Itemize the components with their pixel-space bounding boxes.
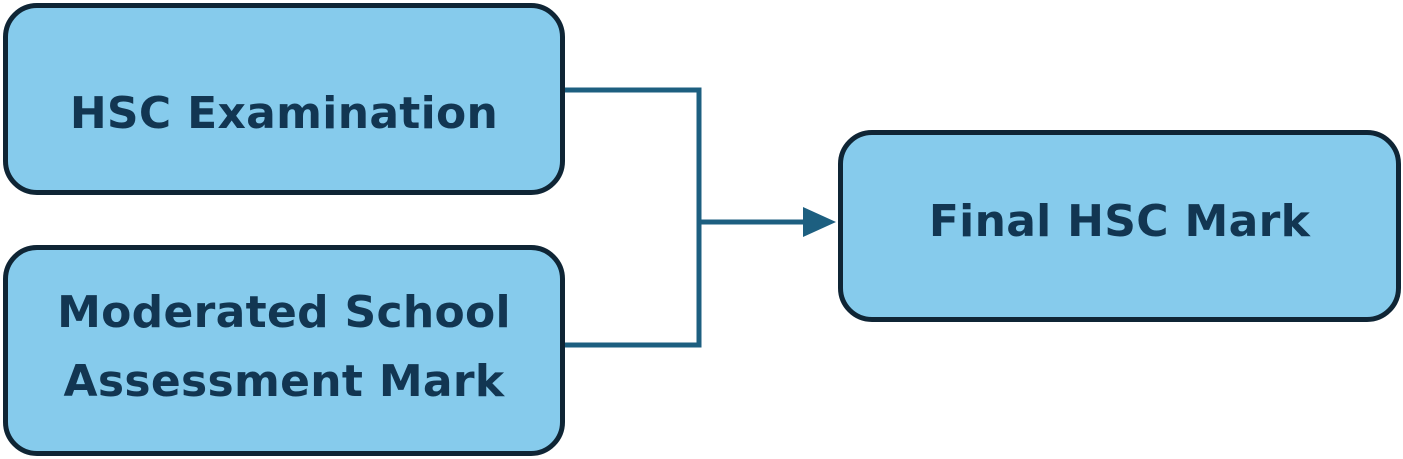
arrowhead-icon xyxy=(803,207,836,237)
connector-from-school xyxy=(565,222,702,348)
hsc-examination-label: HSC Examination xyxy=(69,88,499,139)
moderated-school-label-line2: Assessment Mark xyxy=(63,355,505,407)
connector-from-exam xyxy=(565,87,702,222)
final-hsc-mark-label: Final HSC Mark xyxy=(928,196,1311,247)
final-hsc-mark-box: Final HSC Mark xyxy=(838,130,1401,322)
moderated-school-assessment-box: Moderated School Assessment Mark xyxy=(3,245,565,456)
moderated-school-label-line1: Moderated School xyxy=(57,287,511,339)
hsc-examination-box: HSC Examination xyxy=(3,3,565,195)
